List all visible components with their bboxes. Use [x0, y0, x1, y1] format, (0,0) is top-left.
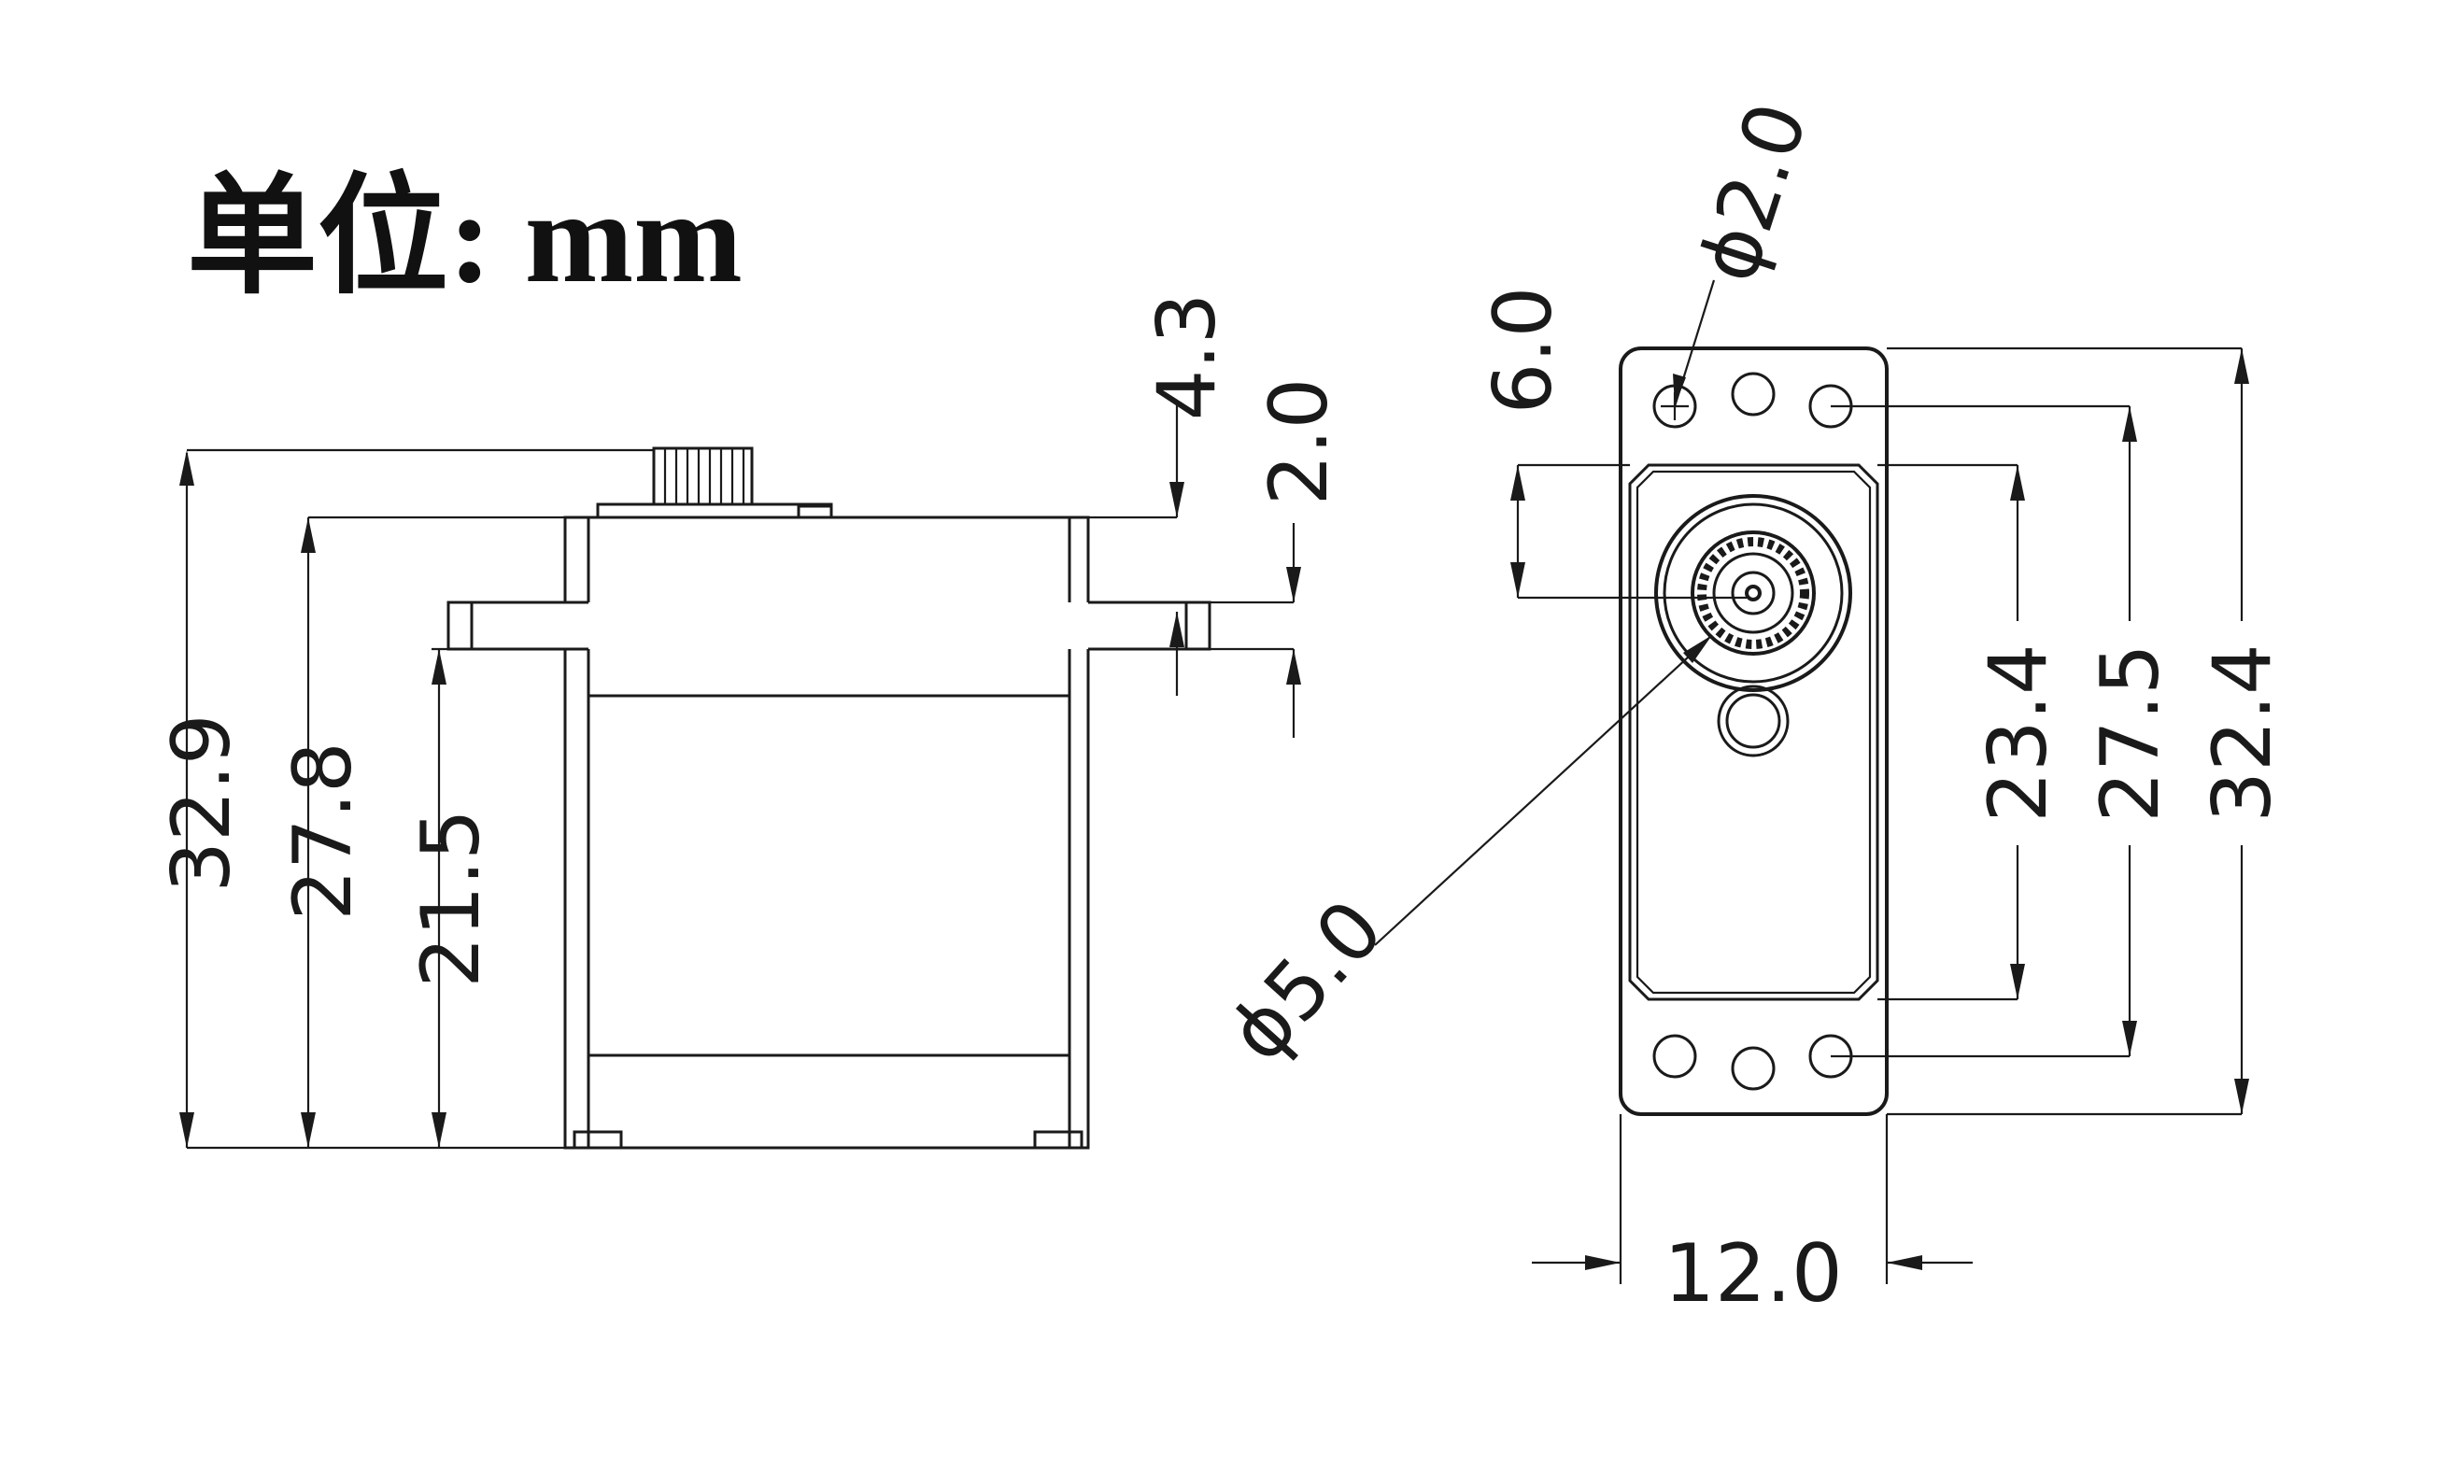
front-view: 12.0 23.4 27.5 32.4 6.0 ϕ2.0 ϕ5.0	[1211, 92, 2289, 1321]
unit-title: 单位: mm	[187, 165, 743, 310]
side-view: 32.9 27.8 21.5 4.3 2.0	[155, 293, 1346, 1150]
dim-overall-length: 32.4	[2196, 643, 2289, 822]
inner-body	[1628, 463, 1879, 1001]
output-shaft	[1654, 494, 1852, 692]
mounting-holes-bottom	[1652, 1034, 1853, 1091]
dim-height-total: 32.9	[155, 714, 248, 892]
mounting-flanges	[446, 601, 1211, 651]
front-dimensions	[1374, 279, 2249, 1284]
dim-hole-diameter: ϕ2.0	[1681, 92, 1826, 293]
case-body	[563, 516, 1090, 1150]
dim-height-case: 27.8	[276, 742, 370, 920]
dim-shaft-diameter: ϕ5.0	[1211, 883, 1402, 1080]
dim-hole-spacing: 27.5	[2084, 643, 2177, 822]
dim-flange-thickness: 2.0	[1253, 378, 1346, 506]
dim-top-spline: 4.3	[1140, 293, 1234, 421]
top-cap	[596, 502, 833, 519]
dim-width: 12.0	[1664, 1227, 1842, 1321]
dim-shaft-offset: 6.0	[1477, 287, 1570, 415]
dim-height-mount: 21.5	[404, 809, 498, 987]
output-spline	[652, 446, 754, 506]
secondary-boss	[1717, 685, 1790, 757]
side-dimensions	[179, 402, 1301, 1150]
servo-outline	[1619, 346, 1889, 1116]
dim-body-length: 23.4	[1972, 643, 2065, 822]
